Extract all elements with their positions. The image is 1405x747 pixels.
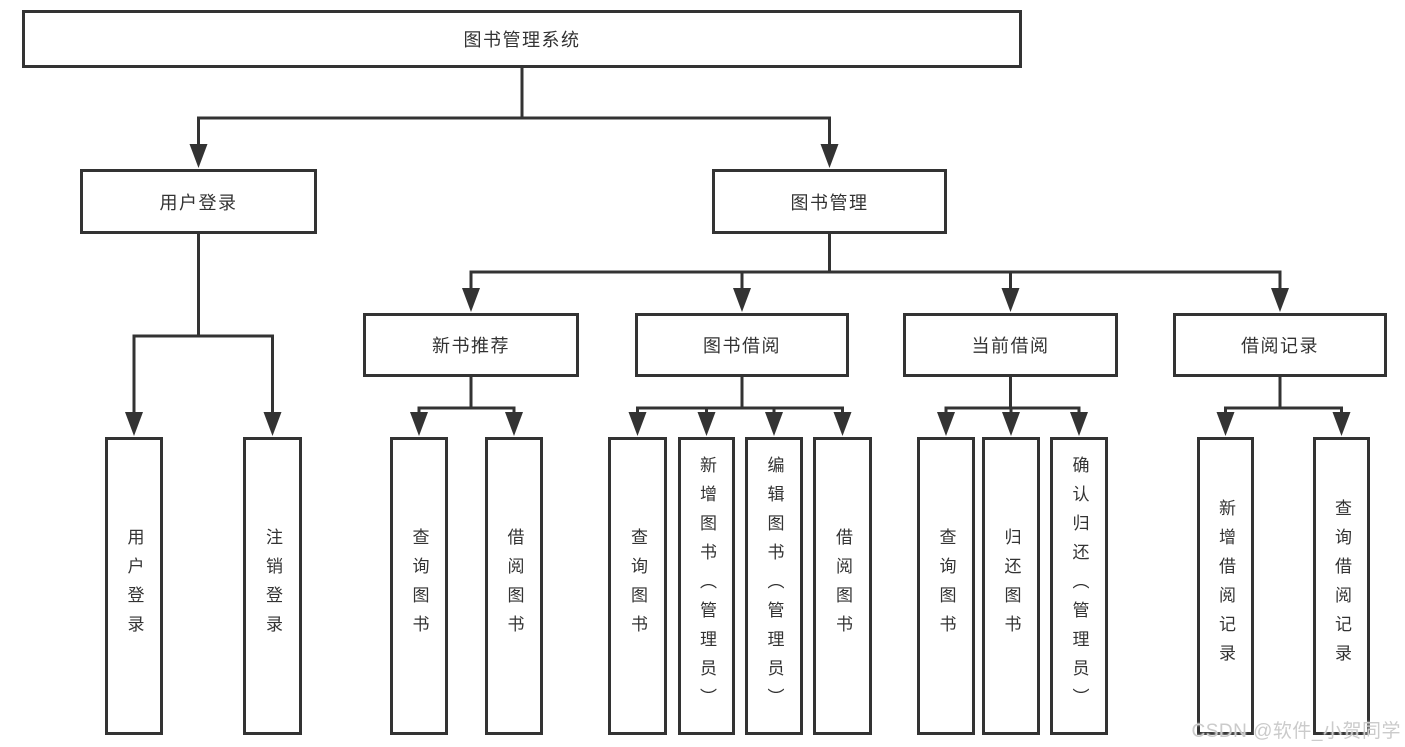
- leaf-logout: 注销登录: [243, 437, 302, 735]
- leaf-current-return-book: 归还图书: [982, 437, 1040, 735]
- leaf-record-query-record: 查询借阅记录: [1313, 437, 1370, 735]
- edge-record-rail: [1224, 406, 1343, 416]
- leaf-current-query-book: 查询图书: [917, 437, 975, 735]
- edge-rec-rail: [417, 406, 516, 416]
- leaf-user-login-label: 用户登录: [124, 528, 144, 644]
- node-user-login-label: 用户登录: [159, 192, 238, 213]
- leaf-rec-borrow-book-label: 借阅图书: [504, 528, 524, 644]
- leaf-borrow-query-book: 查询图书: [608, 437, 667, 735]
- leaf-record-add-record-label: 新增借阅记录: [1216, 499, 1235, 673]
- leaf-logout-label: 注销登录: [263, 528, 282, 644]
- node-current-borrow: 当前借阅: [903, 313, 1118, 377]
- leaf-borrow-add-book-admin: 新增图书（管理员）: [678, 437, 735, 735]
- leaf-user-login: 用户登录: [105, 437, 163, 735]
- leaf-current-confirm-return-admin-label: 确认归还（管理员）: [1069, 455, 1089, 717]
- edge-root-rail: [197, 116, 831, 146]
- leaf-borrow-borrow-book-label: 借阅图书: [833, 528, 852, 644]
- node-book-manage: 图书管理: [712, 169, 947, 234]
- leaf-current-confirm-return-admin: 确认归还（管理员）: [1050, 437, 1108, 735]
- leaf-record-query-record-label: 查询借阅记录: [1332, 499, 1351, 673]
- leaf-borrow-edit-book-admin: 编辑图书（管理员）: [745, 437, 803, 735]
- leaf-borrow-query-book-label: 查询图书: [628, 528, 647, 644]
- edge-borrow-rail: [636, 406, 844, 416]
- leaf-rec-borrow-book: 借阅图书: [485, 437, 543, 735]
- edge-login-rail: [132, 334, 274, 414]
- node-borrow-record: 借阅记录: [1173, 313, 1387, 377]
- leaf-rec-query-book-label: 查询图书: [409, 528, 429, 644]
- node-book-borrow: 图书借阅: [635, 313, 849, 377]
- node-borrow-record-label: 借阅记录: [1241, 336, 1319, 356]
- arrowheads: [125, 144, 1351, 436]
- node-root-label: 图书管理系统: [463, 30, 581, 50]
- csdn-watermark: CSDN @软件_小贺同学: [1191, 721, 1401, 742]
- edge-manage-rail: [469, 270, 1282, 290]
- leaf-current-query-book-label: 查询图书: [936, 528, 956, 644]
- leaf-record-add-record: 新增借阅记录: [1197, 437, 1254, 735]
- node-new-book-rec: 新书推荐: [363, 313, 579, 377]
- leaf-borrow-add-book-admin-label: 新增图书（管理员）: [697, 455, 716, 717]
- node-root: 图书管理系统: [22, 10, 1022, 68]
- leaf-current-return-book-label: 归还图书: [1001, 528, 1021, 644]
- leaf-rec-query-book: 查询图书: [390, 437, 448, 735]
- node-user-login: 用户登录: [80, 169, 317, 234]
- node-new-book-rec-label: 新书推荐: [432, 336, 510, 356]
- leaf-borrow-edit-book-admin-label: 编辑图书（管理员）: [764, 455, 784, 717]
- leaf-borrow-borrow-book: 借阅图书: [813, 437, 872, 735]
- node-book-manage-label: 图书管理: [790, 192, 869, 213]
- node-current-borrow-label: 当前借阅: [971, 336, 1050, 356]
- node-book-borrow-label: 图书借阅: [703, 336, 781, 356]
